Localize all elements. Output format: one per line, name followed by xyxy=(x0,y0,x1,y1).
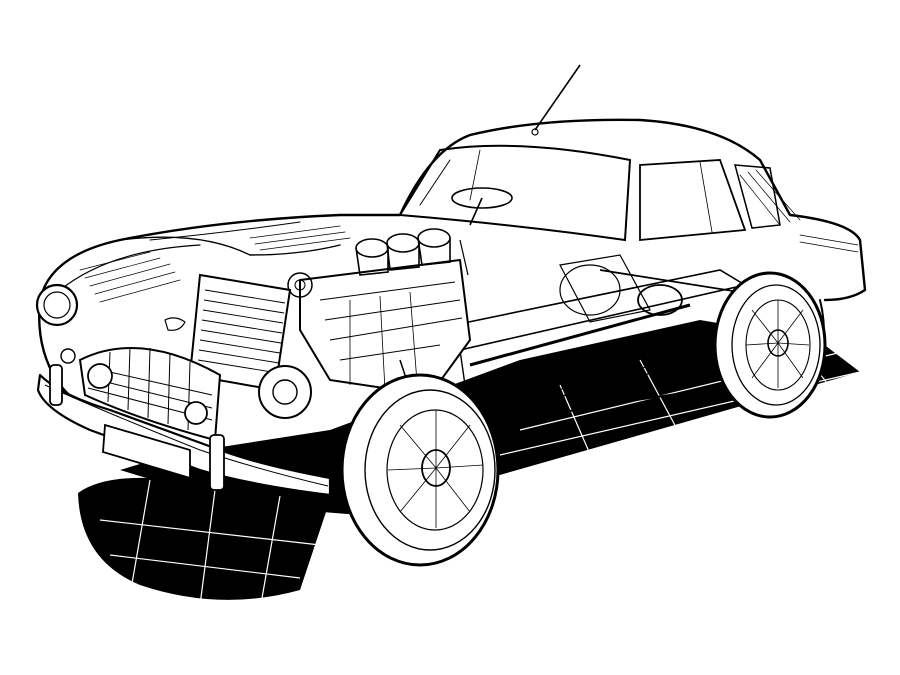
license-plate-blank xyxy=(102,423,191,480)
windshield xyxy=(399,144,632,242)
side-window xyxy=(639,159,781,241)
front-wire-wheel xyxy=(340,373,500,567)
carburetors xyxy=(355,228,469,276)
front-bumper xyxy=(36,364,332,497)
radiator xyxy=(188,273,312,419)
steering-wheel xyxy=(451,187,513,226)
headlight xyxy=(35,283,208,425)
rear-wire-wheel xyxy=(713,271,827,419)
radio-antenna xyxy=(534,64,581,131)
floor-shadow-grid xyxy=(78,320,861,606)
